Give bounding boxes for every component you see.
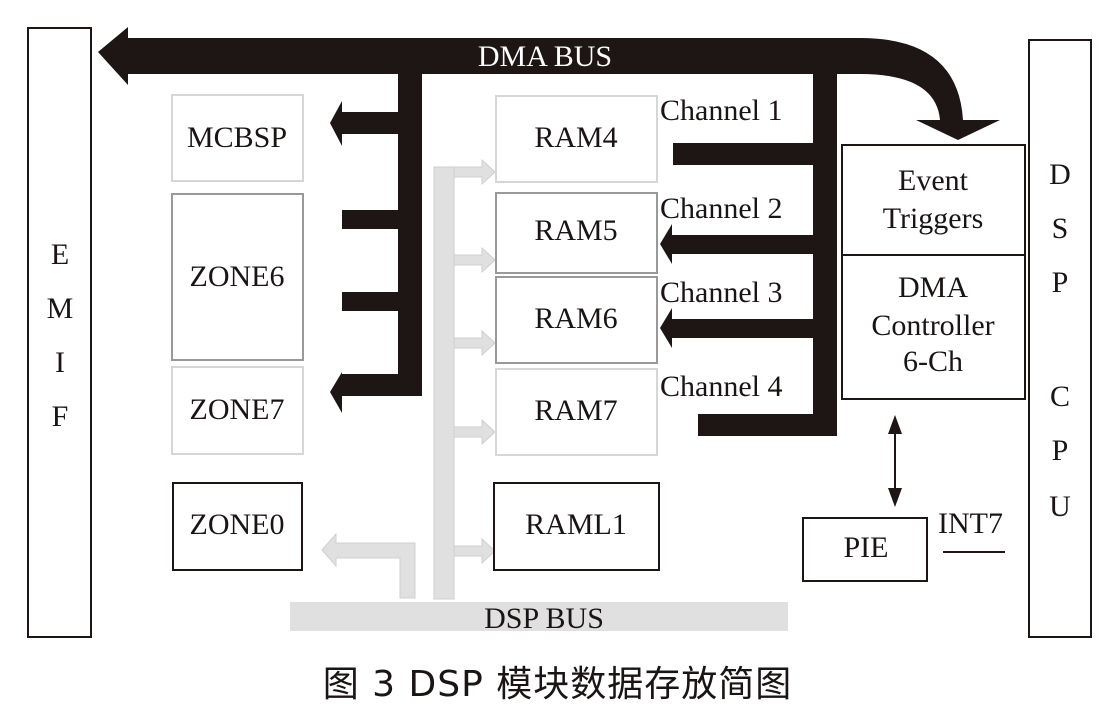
cpu-letter-p: P <box>1052 266 1069 299</box>
raml1-dsp-arrow <box>453 537 496 565</box>
dma-right-trunk <box>813 74 837 436</box>
ram5-dsp-arrow <box>453 246 496 274</box>
zone6-stub-2 <box>342 292 398 311</box>
channel1-label: Channel 1 <box>660 94 782 127</box>
pie-box <box>802 517 928 582</box>
zone0-label: ZONE0 <box>190 508 285 541</box>
dma-left-trunk <box>398 74 422 396</box>
figure-caption: 图 3 DSP 模块数据存放简图 <box>322 664 793 705</box>
int7-label: INT7 <box>938 507 1003 540</box>
dma-bus-label: DMA BUS <box>478 40 612 73</box>
pie-link-arrow-up <box>888 415 902 434</box>
ram7-box <box>495 368 658 456</box>
ram7-label: RAM7 <box>534 394 617 427</box>
dma-controller-box <box>841 254 1026 400</box>
ram6-dsp-arrow <box>453 329 496 357</box>
pie-link-arrow-down <box>888 488 902 507</box>
channel2-label: Channel 2 <box>660 192 782 225</box>
channel2-arrow <box>660 224 813 264</box>
raml1-box <box>493 482 660 571</box>
event-triggers-line2: Triggers <box>883 202 984 235</box>
dsp-bus-trunk <box>433 166 455 600</box>
dsp-bus-label: DSP BUS <box>484 602 604 635</box>
cpu-letter-s: S <box>1052 212 1069 245</box>
ram5-box <box>495 192 658 274</box>
channel4-label: Channel 4 <box>660 370 782 403</box>
cpu-letter-c: C <box>1050 380 1070 413</box>
cpu-letter-d: D <box>1049 158 1071 191</box>
channel4-bar <box>698 414 837 436</box>
channel3-arrow <box>660 308 813 348</box>
dma-controller-line1: DMA <box>898 271 968 304</box>
zone0-box <box>172 482 303 571</box>
cpu-letter-u: U <box>1049 490 1071 523</box>
zone7-box <box>171 366 304 455</box>
cpu-letter-p2: P <box>1052 434 1069 467</box>
ram7-dsp-arrow <box>453 418 496 446</box>
ram5-label: RAM5 <box>534 214 617 247</box>
dsp-cpu-box <box>1028 39 1092 638</box>
emif-box <box>27 27 92 638</box>
ram6-box <box>495 276 658 364</box>
raml1-label: RAML1 <box>525 508 627 541</box>
zone7-branch-arrow <box>330 372 422 413</box>
emif-letter-i: I <box>55 346 65 379</box>
pie-label: PIE <box>844 531 889 564</box>
mcbsp-branch-arrow <box>330 101 398 146</box>
dma-bus-arrow <box>98 27 1000 140</box>
ram4-box <box>495 95 658 183</box>
mcbsp-label: MCBSP <box>187 121 287 154</box>
dma-controller-line3: 6-Ch <box>903 345 963 378</box>
zone6-stub-1 <box>342 210 398 229</box>
zone7-label: ZONE7 <box>190 393 285 426</box>
event-triggers-box <box>841 144 1026 256</box>
ram4-dsp-arrow <box>453 158 496 186</box>
dma-controller-line2: Controller <box>871 309 994 342</box>
zone0-dsp-arrow <box>321 532 416 599</box>
emif-letter-m: M <box>47 292 74 325</box>
channel1-bar <box>673 143 813 165</box>
ram4-label: RAM4 <box>534 121 617 154</box>
emif-letter-f: F <box>52 400 69 433</box>
emif-letter-e: E <box>51 238 69 271</box>
event-triggers-line1: Event <box>898 164 969 197</box>
dsp-bus-bar <box>290 602 788 631</box>
channel3-label: Channel 3 <box>660 276 782 309</box>
mcbsp-box <box>171 94 304 182</box>
zone6-label: ZONE6 <box>190 260 285 293</box>
ram6-label: RAM6 <box>534 302 617 335</box>
zone6-box <box>171 193 304 361</box>
